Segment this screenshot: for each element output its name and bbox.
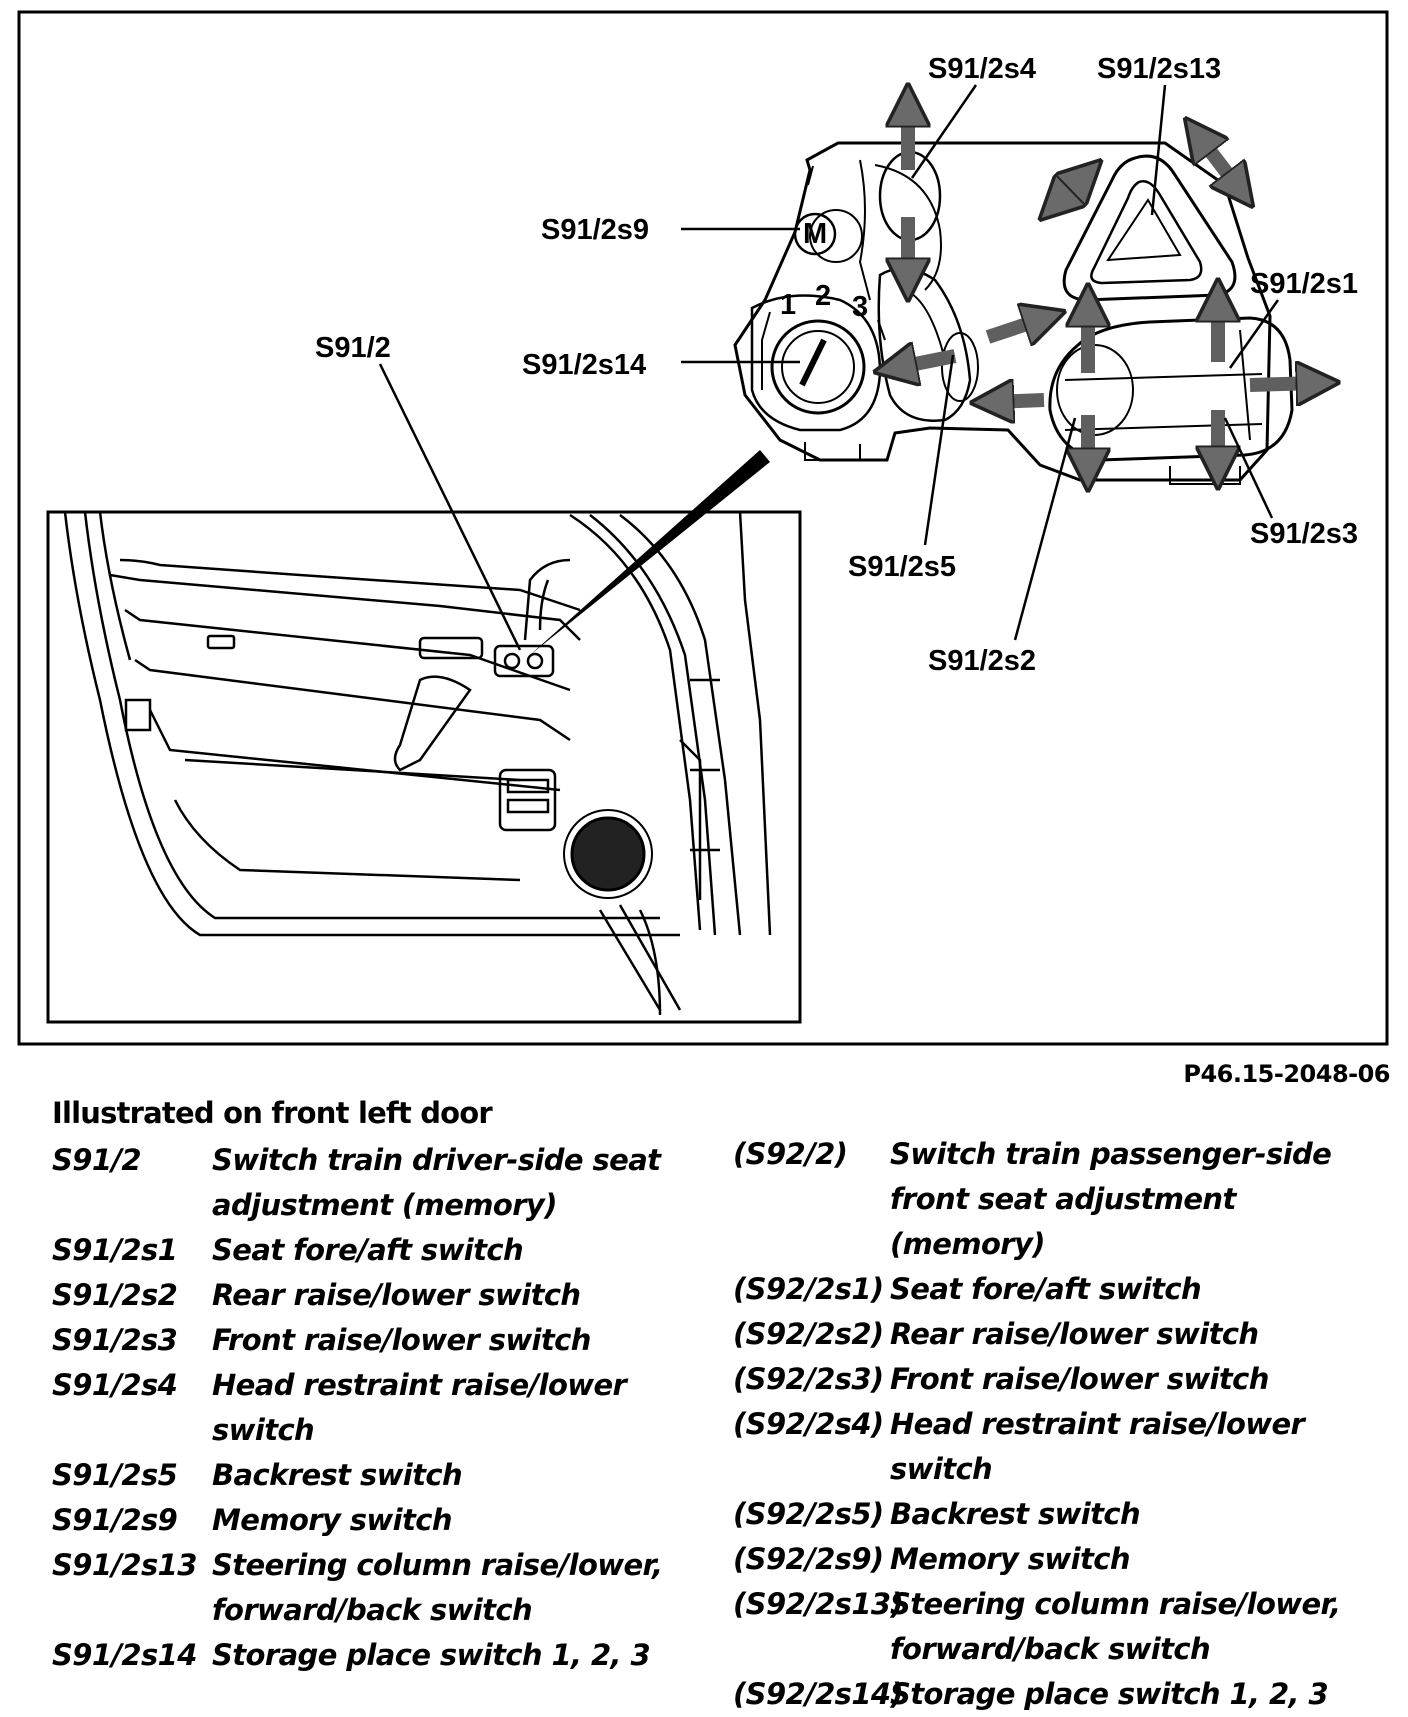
legend-desc: Front raise/lower switch xyxy=(212,1323,591,1357)
callout-s91-2s2: S91/2s2 xyxy=(928,645,1036,677)
legend-desc: Rear raise/lower switch xyxy=(890,1317,1259,1351)
callout-lines xyxy=(378,84,1280,651)
legend-desc: Backrest switch xyxy=(890,1497,1141,1531)
legend-code: S91/2 xyxy=(52,1143,142,1177)
legend-row: S91/2s4 Head restraint raise/lower switch xyxy=(52,1363,712,1453)
steering-switch-icon xyxy=(1062,154,1237,302)
speaker-icon xyxy=(570,816,646,892)
legend-row: (S92/2s1)Seat fore/aft switch xyxy=(733,1267,1393,1312)
callout-s91-2s9: S91/2s9 xyxy=(541,214,649,246)
legend-desc: Head restraint raise/lower switch xyxy=(890,1407,1305,1486)
legend-code: S91/2s13 xyxy=(52,1548,197,1582)
legend-row: (S92/2s5)Backrest switch xyxy=(733,1492,1393,1537)
legend-heading: Illustrated on front left door xyxy=(52,1096,493,1130)
legend-desc: Switch train driver-side seat adjustment… xyxy=(212,1143,661,1222)
legend-code: (S92/2s1) xyxy=(733,1272,884,1306)
callout-s91-2s1: S91/2s1 xyxy=(1250,268,1358,300)
legend-row: (S92/2s2)Rear raise/lower switch xyxy=(733,1312,1393,1357)
callout-s91-2s4: S91/2s4 xyxy=(928,53,1036,85)
storage-dial-icon xyxy=(770,319,866,415)
legend-desc: Rear raise/lower switch xyxy=(212,1278,581,1312)
memory-button-icon xyxy=(793,212,837,256)
legend-code: (S92/2s14) xyxy=(733,1677,904,1711)
legend-desc: Seat fore/aft switch xyxy=(890,1272,1202,1306)
legend-code: (S92/2s4) xyxy=(733,1407,884,1441)
legend-row: S91/2 Switch train driver-side seat adjus… xyxy=(52,1138,712,1228)
legend-code: S91/2s4 xyxy=(52,1368,178,1402)
callout-s91-2s5: S91/2s5 xyxy=(848,551,956,583)
legend-row: S91/2s1 Seat fore/aft switch xyxy=(52,1228,712,1273)
legend-desc: Seat fore/aft switch xyxy=(212,1233,524,1267)
legend-desc: Steering column raise/lower, forward/bac… xyxy=(212,1548,663,1627)
legend-desc: Front raise/lower switch xyxy=(890,1362,1269,1396)
memory-button-label: M xyxy=(803,218,827,250)
legend-desc: Memory switch xyxy=(890,1542,1130,1576)
door-inset xyxy=(46,510,802,1024)
legend-driver-column: S91/2 Switch train driver-side seat adjus… xyxy=(52,1138,712,1678)
legend-row: (S92/2s13)Steering column raise/lower, f… xyxy=(733,1582,1393,1672)
legend-desc: Backrest switch xyxy=(212,1458,463,1492)
legend-code: (S92/2s5) xyxy=(733,1497,884,1531)
callout-s91-2: S91/2 xyxy=(315,332,391,364)
legend-code: S91/2s9 xyxy=(52,1503,178,1537)
legend-desc: Storage place switch 1, 2, 3 xyxy=(890,1677,1329,1711)
legend-desc: Steering column raise/lower, forward/bac… xyxy=(890,1587,1341,1666)
legend-desc: Switch train passenger-side front seat a… xyxy=(890,1137,1332,1261)
legend-desc: Storage place switch 1, 2, 3 xyxy=(212,1638,651,1672)
legend-row: S91/2s2 Rear raise/lower switch xyxy=(52,1273,712,1318)
legend-row: (S92/2s3)Front raise/lower switch xyxy=(733,1357,1393,1402)
legend-code: S91/2s1 xyxy=(52,1233,178,1267)
legend-desc: Head restraint raise/lower switch xyxy=(212,1368,627,1447)
legend-code: S91/2s3 xyxy=(52,1323,178,1357)
callout-s91-2s14: S91/2s14 xyxy=(522,349,646,381)
legend-code: S91/2s2 xyxy=(52,1278,178,1312)
legend-code: S91/2s5 xyxy=(52,1458,178,1492)
door-switch-icon xyxy=(493,644,555,678)
legend-code: (S92/2s3) xyxy=(733,1362,884,1396)
legend-code: (S92/2) xyxy=(733,1137,848,1171)
legend-desc: Memory switch xyxy=(212,1503,452,1537)
figure-frame xyxy=(17,10,1389,1046)
callout-s91-2s3: S91/2s3 xyxy=(1250,518,1358,550)
legend-row: S91/2s14 Storage place switch 1, 2, 3 xyxy=(52,1633,712,1678)
switch-panel xyxy=(733,141,1294,485)
legend-row: (S92/2s14)Storage place switch 1, 2, 3 xyxy=(733,1672,1393,1717)
legend-passenger-column: (S92/2) Switch train passenger-side front… xyxy=(733,1132,1393,1717)
legend-row: S91/2s5 Backrest switch xyxy=(52,1453,712,1498)
legend-code: S91/2s14 xyxy=(52,1638,197,1672)
legend-row: S91/2s9 Memory switch xyxy=(52,1498,712,1543)
legend-code: (S92/2s9) xyxy=(733,1542,884,1576)
direction-arrows xyxy=(895,105,1318,470)
legend-row: S91/2s13 Steering column raise/lower, for… xyxy=(52,1543,712,1633)
legend-row: S91/2s3 Front raise/lower switch xyxy=(52,1318,712,1363)
legend-code: (S92/2s2) xyxy=(733,1317,884,1351)
seat-switch-icon xyxy=(1048,316,1294,462)
zoom-pointer xyxy=(530,450,770,655)
dial-mark-1: 1 xyxy=(780,289,796,321)
legend-row: (S92/2s9)Memory switch xyxy=(733,1537,1393,1582)
legend-row: (S92/2s4)Head restraint raise/lower swit… xyxy=(733,1402,1393,1492)
dial-mark-3: 3 xyxy=(852,291,868,323)
dial-mark-2: 2 xyxy=(815,280,831,312)
seat-switch-diagram: 1 2 3 M xyxy=(17,10,1389,1046)
legend-code: (S92/2s13) xyxy=(733,1587,904,1621)
callout-s91-2s13: S91/2s13 xyxy=(1097,53,1221,85)
legend-row: (S92/2) Switch train passenger-side front… xyxy=(733,1132,1393,1267)
figure-reference: P46.15-2048-06 xyxy=(1183,1060,1390,1088)
